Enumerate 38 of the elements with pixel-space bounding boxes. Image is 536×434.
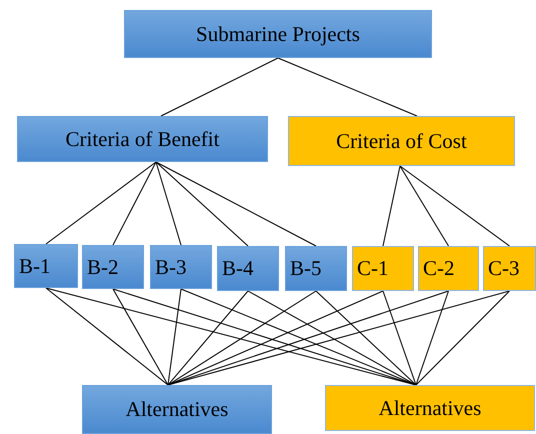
node-box: B-2: [82, 245, 144, 289]
connector-line: [278, 58, 418, 116]
connector-line: [416, 290, 510, 386]
connector-line: [416, 290, 449, 386]
node-box: Submarine Projects: [124, 10, 432, 58]
connector-line: [382, 166, 400, 246]
node-box: C-3: [483, 246, 536, 291]
connector-line: [400, 166, 510, 246]
connector-line: [168, 290, 316, 386]
node-box: B-1: [14, 244, 78, 288]
connector-line: [160, 58, 278, 116]
connector-line: [168, 288, 182, 386]
connector-line: [156, 162, 182, 246]
connector-line: [168, 290, 510, 386]
connector-line: [46, 288, 416, 386]
connector-line: [168, 290, 449, 386]
node-box: B-4: [217, 246, 279, 291]
connector-line: [400, 166, 449, 246]
node-box: Alternatives: [82, 385, 272, 434]
connector-line: [112, 288, 416, 386]
connector-line: [248, 290, 416, 386]
connector-line: [168, 290, 248, 386]
connector-line: [156, 162, 248, 246]
node-box: B-5: [285, 246, 347, 291]
connector-line: [316, 290, 416, 386]
node-box: C-2: [418, 246, 479, 291]
connector-line: [46, 162, 156, 244]
connector-line: [180, 288, 416, 386]
node-box: Criteria of Benefit: [17, 116, 268, 162]
connector-line: [156, 162, 316, 246]
connector-line: [46, 288, 168, 386]
connector-line: [382, 290, 416, 386]
node-box: Criteria of Cost: [288, 116, 515, 166]
connector-line: [112, 162, 156, 246]
connector-line: [112, 288, 168, 386]
node-box: B-3: [150, 245, 212, 289]
node-box: Alternatives: [325, 385, 535, 431]
node-box: C-1: [352, 246, 414, 291]
